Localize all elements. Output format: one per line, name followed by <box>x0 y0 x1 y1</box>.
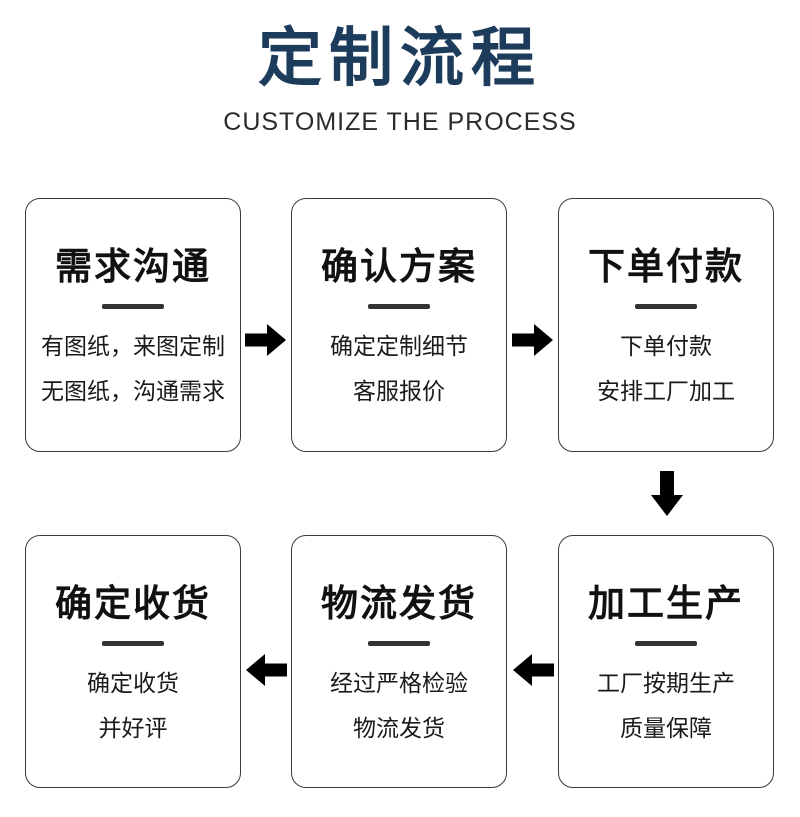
divider <box>635 304 697 309</box>
step-title: 确定收货 <box>55 582 211 624</box>
divider <box>635 640 697 646</box>
step-title: 加工生产 <box>588 582 744 624</box>
step-line: 工厂按期生产 <box>597 669 735 696</box>
step-line: 确定定制细节 <box>330 333 468 359</box>
page-subtitle: CUSTOMIZE THE PROCESS <box>223 108 577 136</box>
step-box-logistics-shipping: 物流发货 经过严格检验 物流发货 <box>291 535 507 788</box>
divider <box>102 304 164 309</box>
arrow-right-icon <box>512 323 554 357</box>
step-line: 有图纸，来图定制 <box>41 333 225 359</box>
step-line: 物流发货 <box>353 714 445 741</box>
step-title: 确认方案 <box>321 246 477 287</box>
divider <box>368 640 430 646</box>
step-line: 客服报价 <box>353 378 445 404</box>
step-box-confirm-receipt: 确定收货 确定收货 并好评 <box>25 535 241 788</box>
step-title: 物流发货 <box>321 582 477 624</box>
step-line: 下单付款 <box>620 333 712 359</box>
step-line: 无图纸，沟通需求 <box>41 378 225 404</box>
divider <box>102 640 164 646</box>
step-box-confirm-plan: 确认方案 确定定制细节 客服报价 <box>291 198 507 452</box>
step-title: 需求沟通 <box>55 246 211 287</box>
arrow-right-icon <box>245 323 287 357</box>
step-line: 安排工厂加工 <box>597 378 735 404</box>
divider <box>368 304 430 309</box>
step-line: 质量保障 <box>620 714 712 741</box>
step-box-order-payment: 下单付款 下单付款 安排工厂加工 <box>558 198 774 452</box>
step-box-processing-production: 加工生产 工厂按期生产 质量保障 <box>558 535 774 788</box>
step-line: 并好评 <box>98 714 168 741</box>
arrow-left-icon <box>512 653 554 687</box>
page-title: 定制流程 <box>258 22 542 94</box>
arrow-left-icon <box>245 653 287 687</box>
step-box-requirement-communication: 需求沟通 有图纸，来图定制 无图纸，沟通需求 <box>25 198 241 452</box>
arrow-down-icon <box>650 471 684 517</box>
step-line: 经过严格检验 <box>330 669 468 696</box>
step-title: 下单付款 <box>588 246 744 287</box>
step-line: 确定收货 <box>87 669 179 696</box>
